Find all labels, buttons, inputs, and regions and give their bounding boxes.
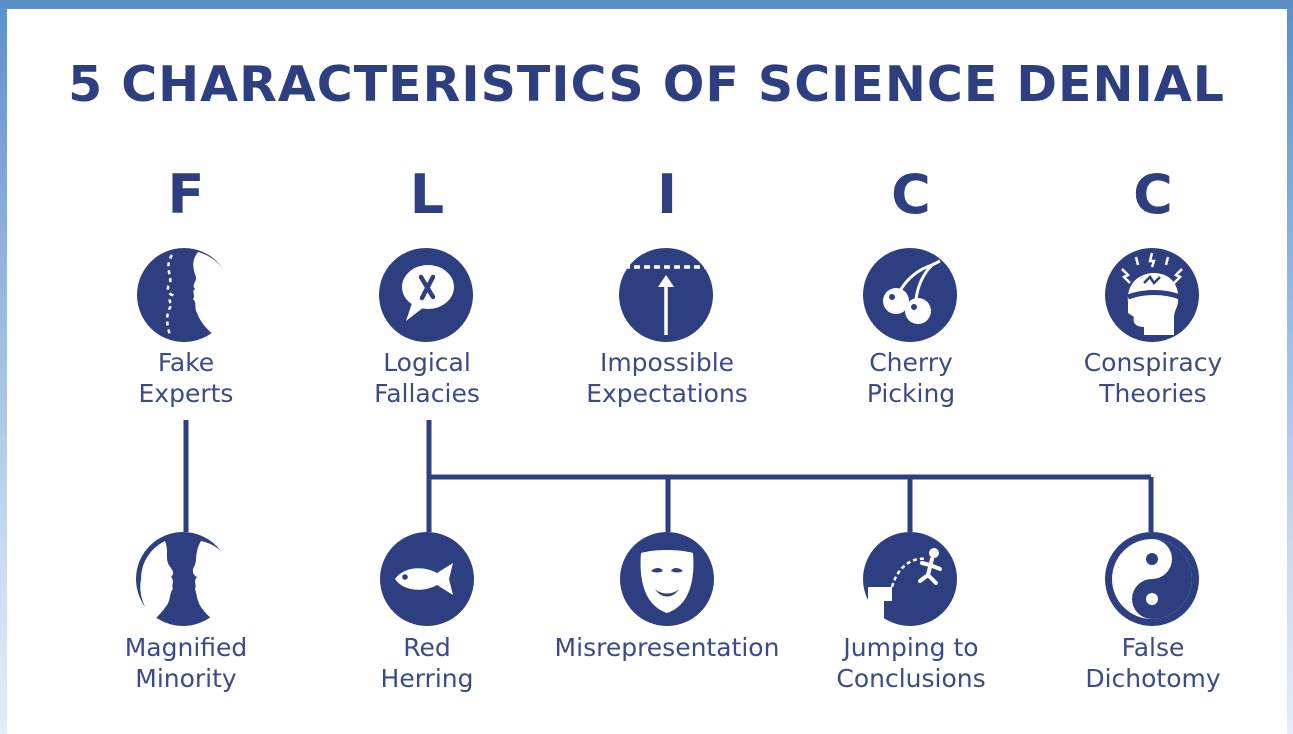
speech-bubble-x-icon	[378, 247, 474, 343]
facing-profiles-icon	[135, 531, 231, 627]
cherries-icon	[862, 247, 958, 343]
red-herring-fish-icon	[379, 531, 475, 627]
label-misrepresentation: Misrepresentation	[554, 633, 780, 662]
raised-bar-arrow-icon	[618, 247, 714, 343]
two-faces-icon	[136, 247, 232, 343]
letter-l: L	[409, 163, 445, 226]
mask-icon	[619, 531, 715, 627]
jumping-figure-icon	[862, 531, 958, 627]
letter-c-conspiracy: C	[1133, 163, 1173, 226]
letter-c-cherry: C	[891, 163, 931, 226]
page-title: 5 CHARACTERISTICS OF SCIENCE DENIAL	[68, 56, 1225, 113]
letter-i: I	[656, 163, 678, 226]
letter-f: F	[167, 163, 205, 226]
conspiracy-head-icon	[1104, 247, 1200, 343]
yin-yang-icon	[1104, 531, 1200, 627]
